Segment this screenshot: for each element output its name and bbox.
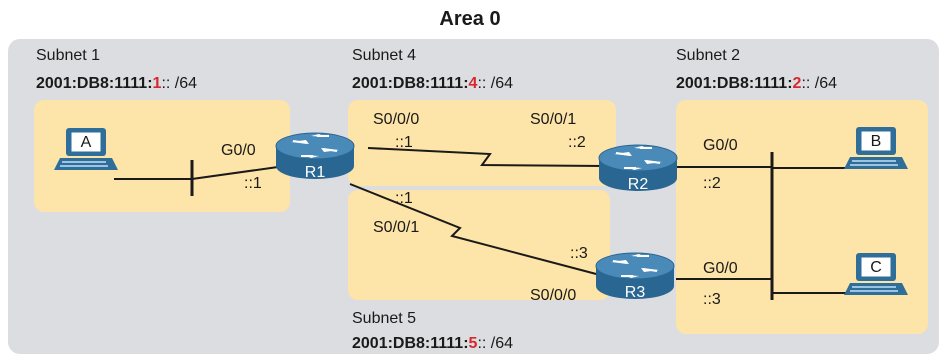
r2-g00-label: G0/0 xyxy=(703,137,738,154)
area-title: Area 0 xyxy=(439,8,500,30)
router-r3-label: R3 xyxy=(625,284,646,301)
r2-s001-label: S0/0/1 xyxy=(530,111,576,128)
link-switch-r1 xyxy=(191,165,286,180)
r3-s000-label: S0/0/0 xyxy=(530,287,576,304)
router-r1: R1 xyxy=(275,132,355,181)
r1-s001-label: S0/0/1 xyxy=(373,219,419,236)
subnet-5-name: Subnet 5 xyxy=(352,310,416,327)
subnet-2-address: 2001:DB8:1111:2:: /64 xyxy=(676,75,837,92)
r1-g00-address: ::1 xyxy=(244,175,262,192)
subnet-4-address: 2001:DB8:1111:4:: /64 xyxy=(352,75,513,92)
serial-link-r1-r2 xyxy=(367,147,605,167)
subnet-2-name: Subnet 2 xyxy=(676,47,740,64)
r1-g00-label: G0/0 xyxy=(221,142,256,159)
router-r2: R2 xyxy=(598,144,678,193)
r1-s000-label: S0/0/0 xyxy=(373,111,419,128)
r2-s001-address: ::2 xyxy=(568,134,586,151)
r3-g00-address: ::3 xyxy=(703,291,721,308)
host-c-label: C xyxy=(870,259,882,276)
serial-link-r1-r3 xyxy=(349,183,601,276)
subnet-5-region xyxy=(348,190,610,300)
r1-s001-address: ::1 xyxy=(395,190,413,207)
router-r3: R3 xyxy=(595,252,675,301)
host-b-label: B xyxy=(871,133,882,150)
subnet-4-name: Subnet 4 xyxy=(352,47,416,64)
r3-s000-address: ::3 xyxy=(570,245,588,262)
router-r1-label: R1 xyxy=(305,164,326,181)
links xyxy=(114,147,848,300)
host-a-label: A xyxy=(81,134,92,151)
host-b: B xyxy=(843,126,909,170)
subnet-5-address: 2001:DB8:1111:5:: /64 xyxy=(352,335,513,352)
router-r2-label: R2 xyxy=(628,176,649,193)
host-a: A xyxy=(53,127,119,171)
r2-g00-address: ::2 xyxy=(703,175,721,192)
host-c: C xyxy=(843,252,909,296)
subnet-4-region xyxy=(348,100,616,186)
subnet-1-address: 2001:DB8:1111:1:: /64 xyxy=(36,75,197,92)
r1-s000-address: ::1 xyxy=(395,134,413,151)
subnet-1-name: Subnet 1 xyxy=(36,47,100,64)
r3-g00-label: G0/0 xyxy=(703,260,738,277)
